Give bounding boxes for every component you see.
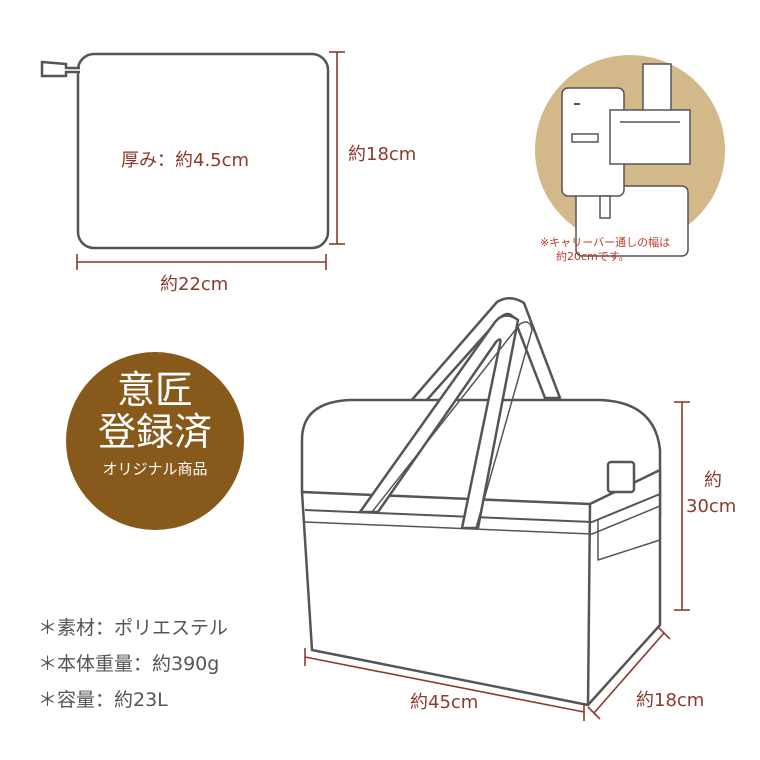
- spec-capacity: ＊容量：約23L: [38, 689, 168, 711]
- bag-depth-label: 約18cm: [636, 690, 705, 711]
- bag-height-label-1: 約: [704, 470, 722, 491]
- folded-pouch: [40, 52, 330, 250]
- bag: [300, 297, 662, 707]
- spec-material: ＊素材：ポリエステル: [38, 617, 229, 639]
- badge-line3: オリジナル商品: [102, 460, 208, 478]
- design-registered-badge: 意匠 登録済 オリジナル商品: [66, 352, 244, 530]
- pouch-thickness-label: 厚み：約4.5cm: [121, 150, 250, 171]
- bag-width-label: 約45cm: [410, 692, 479, 713]
- spec-weight: ＊本体重量：約390g: [38, 653, 220, 675]
- carry-note-line2: 約20cmです。: [556, 250, 630, 263]
- badge-line2: 登録済: [97, 410, 212, 454]
- badge-line1: 意匠: [116, 368, 193, 412]
- pouch-width-label: 約22cm: [160, 274, 229, 295]
- bag-dimension-lines: [304, 401, 690, 721]
- pouch-dimension-lines: [76, 51, 345, 270]
- pouch-height-label: 約18cm: [348, 144, 417, 165]
- carry-note-line1: ※キャリーバー通しの幅は: [540, 236, 671, 249]
- spec-list: ＊素材：ポリエステル ＊本体重量：約390g ＊容量：約23L: [38, 610, 228, 718]
- carry-bar-photo: [535, 55, 725, 257]
- bag-height-label-2: 30cm: [686, 496, 737, 517]
